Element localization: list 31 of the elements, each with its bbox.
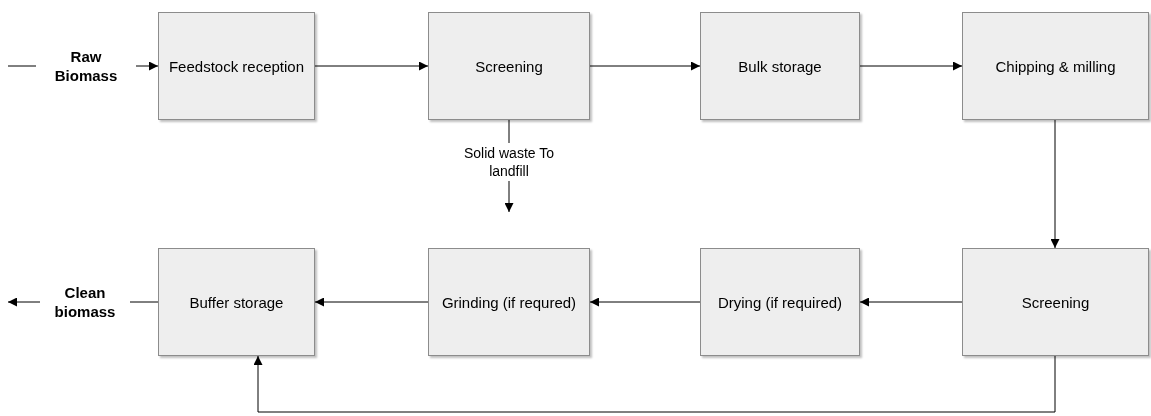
process-box xyxy=(700,12,860,120)
process-box xyxy=(428,12,590,120)
process-label: Chipping & milling xyxy=(994,56,1117,76)
process-box xyxy=(700,248,860,356)
process-label: Feedstock reception xyxy=(167,56,306,76)
edge-label: Solid waste To landfill xyxy=(461,143,557,181)
arrow xyxy=(589,61,701,71)
process-label: Screening xyxy=(474,56,544,76)
process-box xyxy=(428,248,590,356)
arrow xyxy=(314,61,429,71)
arrow xyxy=(859,297,963,307)
connector-line xyxy=(7,65,37,67)
process-box xyxy=(962,248,1149,356)
process-box xyxy=(158,12,315,120)
process-box xyxy=(962,12,1149,120)
arrow xyxy=(1050,119,1060,249)
process-label: Bulk storage xyxy=(737,56,823,76)
process-box xyxy=(158,248,315,356)
arrow xyxy=(314,297,429,307)
arrow xyxy=(253,355,1056,413)
connector-line xyxy=(129,301,159,303)
arrow xyxy=(859,61,963,71)
arrow xyxy=(7,297,41,307)
flow-label: Raw Biomass xyxy=(36,42,136,90)
arrow xyxy=(589,297,701,307)
process-label: Screening xyxy=(1020,292,1091,312)
flow-label: Clean biomass xyxy=(40,278,130,326)
process-label: Buffer storage xyxy=(188,292,285,312)
process-label: Drying (if required) xyxy=(716,292,844,312)
process-label: Grinding (if requred) xyxy=(440,292,578,312)
arrow xyxy=(135,61,159,71)
